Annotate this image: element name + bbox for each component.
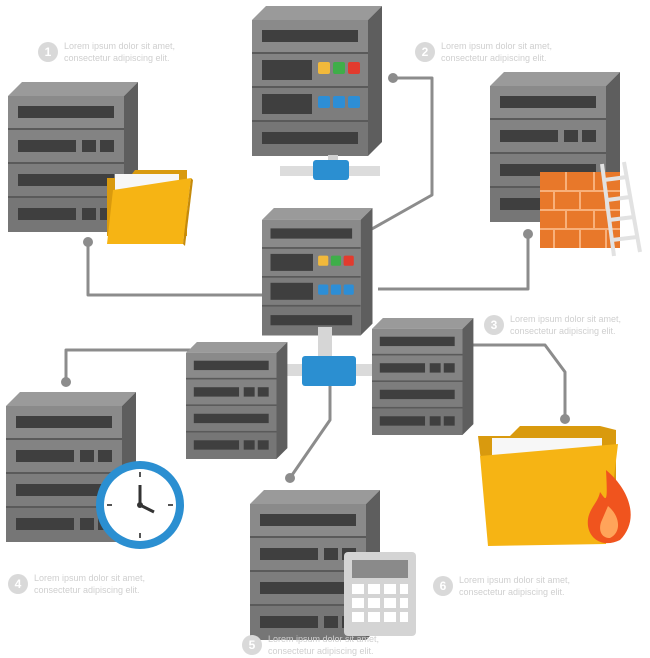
callout-5: 5 Lorem ipsum dolor sit amet, consectetu… xyxy=(242,633,379,657)
right-mid-server xyxy=(372,318,474,435)
link-calc-server xyxy=(288,385,332,479)
left-mid-server xyxy=(186,342,288,459)
firewall-icon xyxy=(540,161,642,257)
calculator-icon xyxy=(344,552,416,636)
callout-6: 6 Lorem ipsum dolor sit amet, consectetu… xyxy=(433,574,570,598)
callout-number: 3 xyxy=(484,315,504,335)
callout-text: Lorem ipsum dolor sit amet, consectetur … xyxy=(268,634,380,656)
top-server xyxy=(252,6,382,156)
fire-folder-icon xyxy=(478,426,631,546)
callout-number: 2 xyxy=(415,42,435,62)
central-server xyxy=(262,208,373,336)
callout-number: 1 xyxy=(38,42,58,62)
connector-dots xyxy=(61,73,570,483)
clock-icon xyxy=(96,461,184,549)
callout-text: Lorem ipsum dolor sit amet, consectetur … xyxy=(34,573,146,595)
callout-text: Lorem ipsum dolor sit amet, consectetur … xyxy=(64,41,176,63)
fire-icon xyxy=(587,470,631,544)
callout-3: 3 Lorem ipsum dolor sit amet, consectetu… xyxy=(484,313,621,337)
callout-text: Lorem ipsum dolor sit amet, consectetur … xyxy=(459,575,571,597)
network-base-icon xyxy=(280,155,380,180)
folder-icon xyxy=(107,170,193,246)
callout-1: 1 Lorem ipsum dolor sit amet, consectetu… xyxy=(38,40,175,64)
link-fire-folder xyxy=(468,343,567,417)
link-top-server xyxy=(369,76,434,232)
link-file-server xyxy=(86,242,270,297)
network-switch-icon xyxy=(278,327,398,386)
link-firewall xyxy=(378,234,530,291)
callout-number: 6 xyxy=(433,576,453,596)
callout-number: 5 xyxy=(242,635,262,655)
callout-text: Lorem ipsum dolor sit amet, consectetur … xyxy=(510,314,622,336)
callout-4: 4 Lorem ipsum dolor sit amet, consectetu… xyxy=(8,572,145,596)
link-clock-server xyxy=(64,348,190,380)
callout-number: 4 xyxy=(8,574,28,594)
callout-text: Lorem ipsum dolor sit amet, consectetur … xyxy=(441,41,553,63)
ladder-icon xyxy=(600,161,642,257)
callout-2: 2 Lorem ipsum dolor sit amet, consectetu… xyxy=(415,40,552,64)
connector-lines xyxy=(64,76,567,479)
